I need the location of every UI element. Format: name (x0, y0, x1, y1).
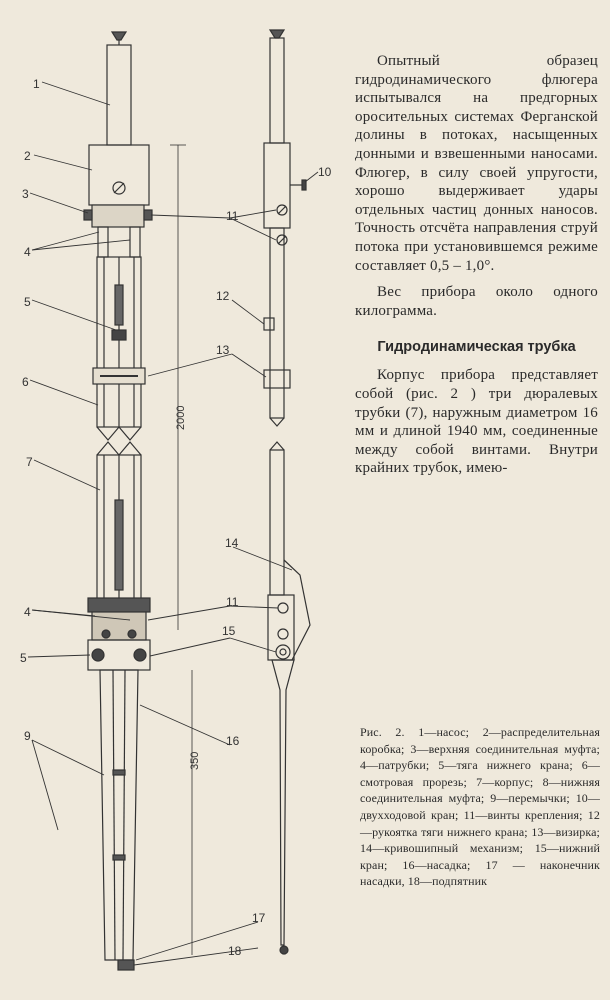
dim-label-2000: 2000 (175, 406, 187, 430)
callout-16: 16 (226, 734, 240, 748)
callout-17: 17 (252, 911, 266, 925)
side-body-upper (269, 227, 285, 419)
lower-coupling (91, 611, 147, 641)
lower-nozzles (87, 597, 151, 613)
crank-mechanism (283, 559, 311, 661)
figure-caption: Рис. 2. 1—насос; 2—распределительная кор… (360, 725, 600, 889)
callout-6: 6 (22, 375, 29, 389)
distribution-box (88, 144, 150, 206)
nozzle-attachment (99, 669, 139, 961)
callout-4-lower: 4 (24, 605, 31, 619)
callout-5: 5 (24, 295, 31, 309)
paragraph-weight: Вес прибора около одного килограмма. (355, 284, 598, 319)
nozzle-tip (117, 959, 135, 971)
callout-15: 15 (222, 624, 236, 638)
callout-4: 4 (24, 245, 31, 259)
pump-tube (106, 44, 132, 146)
callout-14: 14 (225, 536, 239, 550)
side-nozzle (271, 659, 295, 946)
text-column: Опытный образец гидродинамического флюге… (355, 52, 598, 486)
side-sight (263, 369, 291, 389)
section-heading: Гидродинамическая трубка (377, 339, 576, 356)
callout-3: 3 (22, 187, 29, 201)
callout-2: 2 (24, 149, 31, 163)
side-box (263, 142, 291, 229)
side-pump-tube (269, 37, 285, 144)
callout-10: 10 (318, 165, 332, 179)
figure-2-svg: 2000 350 (20, 29, 332, 971)
callout-1: 1 (33, 77, 40, 91)
callout-12: 12 (216, 289, 230, 303)
upper-coupling (91, 204, 145, 228)
callout-5-lower: 5 (20, 651, 27, 665)
pump-handle (110, 31, 128, 45)
callout-11-lower: 11 (226, 595, 239, 609)
nozzle-right (129, 226, 141, 258)
box-dial (112, 181, 126, 195)
side-body-lower (269, 449, 285, 596)
callout-7: 7 (26, 455, 33, 469)
callout-13: 13 (216, 343, 230, 357)
paragraph-body: Корпус прибора представляет собой (рис. … (355, 367, 598, 477)
technical-drawing: 2000 350 (20, 29, 332, 971)
paragraph-intro: Опытный образец гидродинамического флюге… (355, 53, 598, 274)
dim-label-350: 350 (189, 752, 201, 770)
callout-18: 18 (228, 944, 242, 958)
lower-valve-rod (114, 284, 124, 326)
callout-9: 9 (24, 729, 31, 743)
callout-11: 11 (226, 209, 239, 223)
